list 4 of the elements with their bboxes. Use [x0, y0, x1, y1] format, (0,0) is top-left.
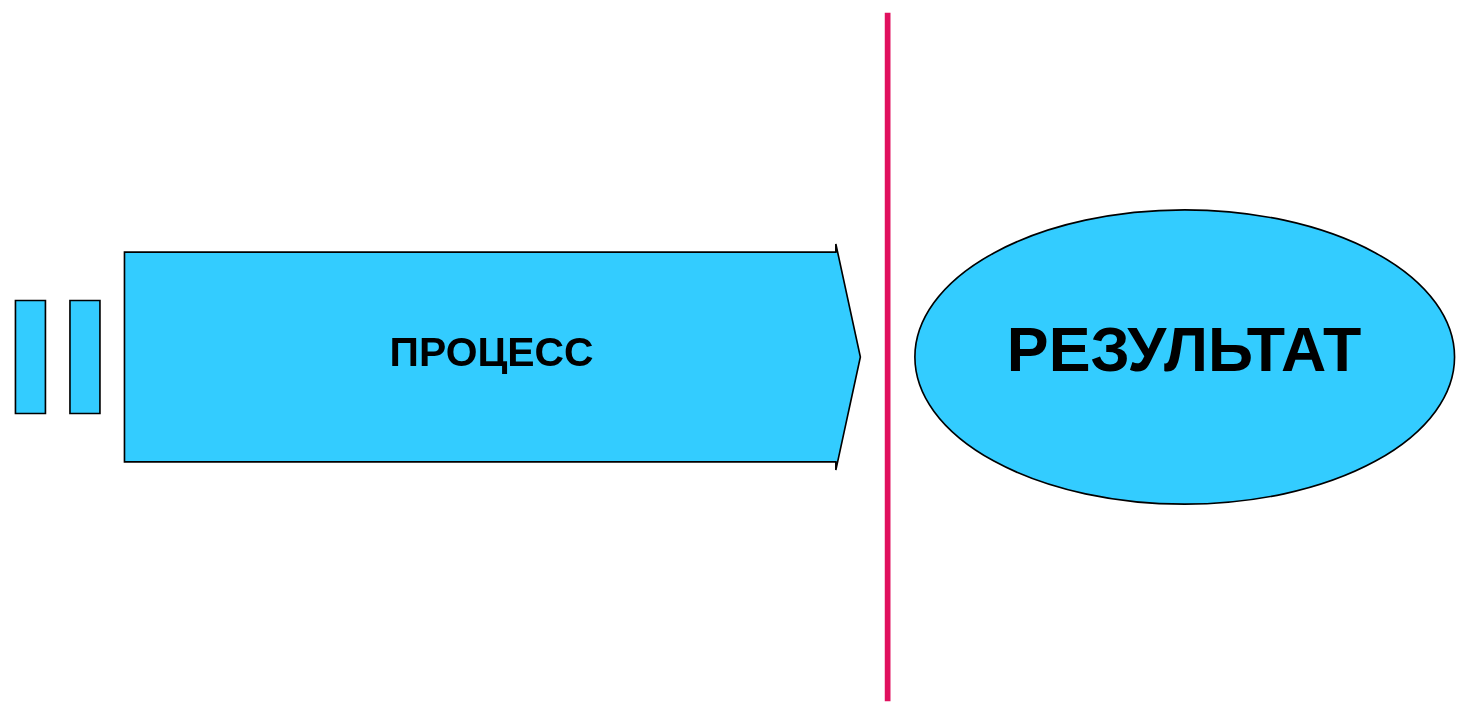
- node-ellipse: РЕЗУЛЬТАТ: [914, 209, 1456, 505]
- node-box: [14, 299, 47, 415]
- node-line: [884, 12, 891, 702]
- node-box: [69, 299, 101, 415]
